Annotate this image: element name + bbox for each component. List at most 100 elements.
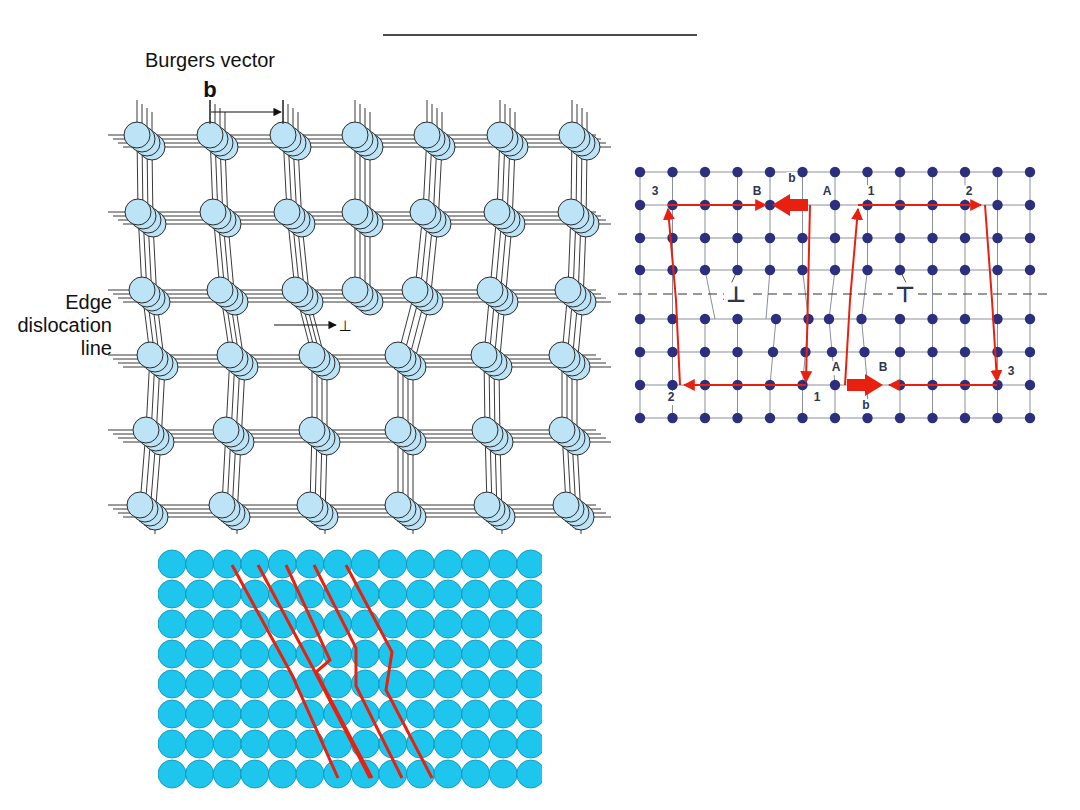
- atom: [635, 413, 645, 423]
- atom: [517, 700, 542, 728]
- atom: [268, 760, 296, 788]
- atom: [667, 413, 677, 423]
- atom: [859, 347, 869, 357]
- lattice-line: [862, 319, 901, 320]
- atom: [406, 550, 434, 578]
- atom: [462, 670, 490, 698]
- atom: [434, 670, 462, 698]
- atom: [385, 342, 411, 368]
- atom: [124, 122, 150, 148]
- atom: [241, 670, 269, 698]
- atom: [992, 200, 1002, 210]
- atom: [434, 760, 462, 788]
- atom: [635, 347, 645, 357]
- atom: [960, 314, 970, 324]
- atom: [1025, 200, 1035, 210]
- atom: [927, 413, 937, 423]
- atom: [667, 380, 677, 390]
- atom: [765, 265, 775, 275]
- atom: [1025, 380, 1035, 390]
- atom: [895, 314, 905, 324]
- point-label: ⊤: [893, 282, 917, 307]
- title-rule: [383, 34, 697, 36]
- atom: [927, 314, 937, 324]
- atom: [800, 347, 810, 357]
- atom: [434, 550, 462, 578]
- atom: [960, 265, 970, 275]
- atom: [667, 347, 677, 357]
- atom: [927, 347, 937, 357]
- atom: [379, 760, 407, 788]
- atom: [1025, 167, 1035, 177]
- atom: [351, 550, 379, 578]
- atom: [462, 640, 490, 668]
- atom: [414, 122, 440, 148]
- atom: [137, 342, 163, 368]
- atom: [471, 342, 497, 368]
- lattice-line: [672, 270, 673, 319]
- atom: [213, 417, 239, 443]
- point-label: A: [830, 361, 843, 375]
- atom: [379, 550, 407, 578]
- atom: [268, 610, 296, 638]
- atom: [765, 167, 775, 177]
- atom: [158, 760, 186, 788]
- atom: [856, 314, 866, 324]
- atom: [1025, 413, 1035, 423]
- burgers-circuits: [668, 194, 997, 396]
- atom: [635, 265, 645, 275]
- axis-title: Burgers vector: [145, 49, 275, 72]
- atom: [434, 640, 462, 668]
- atom: [462, 760, 490, 788]
- atom: [158, 730, 186, 758]
- atom: [489, 610, 517, 638]
- atom: [489, 640, 517, 668]
- atom: [186, 580, 214, 608]
- lattice-line: [932, 270, 933, 319]
- burgers-vector-arrow: [210, 100, 283, 124]
- atom: [158, 580, 186, 608]
- atom: [667, 233, 677, 243]
- atom: [992, 167, 1002, 177]
- atom: [827, 347, 837, 357]
- atom: [158, 640, 186, 668]
- atom: [517, 580, 542, 608]
- atom: [1025, 265, 1035, 275]
- atom: [992, 413, 1002, 423]
- atom: [732, 314, 742, 324]
- atom: [434, 730, 462, 758]
- atom: [213, 760, 241, 788]
- point-label: b: [786, 172, 797, 186]
- atom: [489, 760, 517, 788]
- atom: [477, 277, 503, 303]
- atom: [635, 380, 645, 390]
- burgers-circuit-lattice: [635, 167, 1035, 423]
- slip-lines: [232, 565, 432, 778]
- atom: [797, 167, 807, 177]
- point-label: 1: [866, 185, 877, 199]
- atom: [133, 417, 159, 443]
- atom: [241, 760, 269, 788]
- atom: [768, 347, 778, 357]
- atom: [434, 700, 462, 728]
- atom: [406, 670, 434, 698]
- atom: [700, 167, 710, 177]
- atom: [895, 347, 905, 357]
- point-label: b: [860, 399, 871, 413]
- atom: [830, 167, 840, 177]
- atom: [342, 199, 368, 225]
- atom: [186, 760, 214, 788]
- point-label: B: [751, 185, 764, 199]
- atom: [385, 492, 411, 518]
- atom: [158, 700, 186, 728]
- atom: [217, 342, 243, 368]
- atom: [213, 670, 241, 698]
- atom: [553, 492, 579, 518]
- atom: [558, 199, 584, 225]
- atom: [299, 342, 325, 368]
- slip-plane: [618, 293, 1048, 294]
- atom: [489, 700, 517, 728]
- atom: [960, 167, 970, 177]
- atom: [489, 670, 517, 698]
